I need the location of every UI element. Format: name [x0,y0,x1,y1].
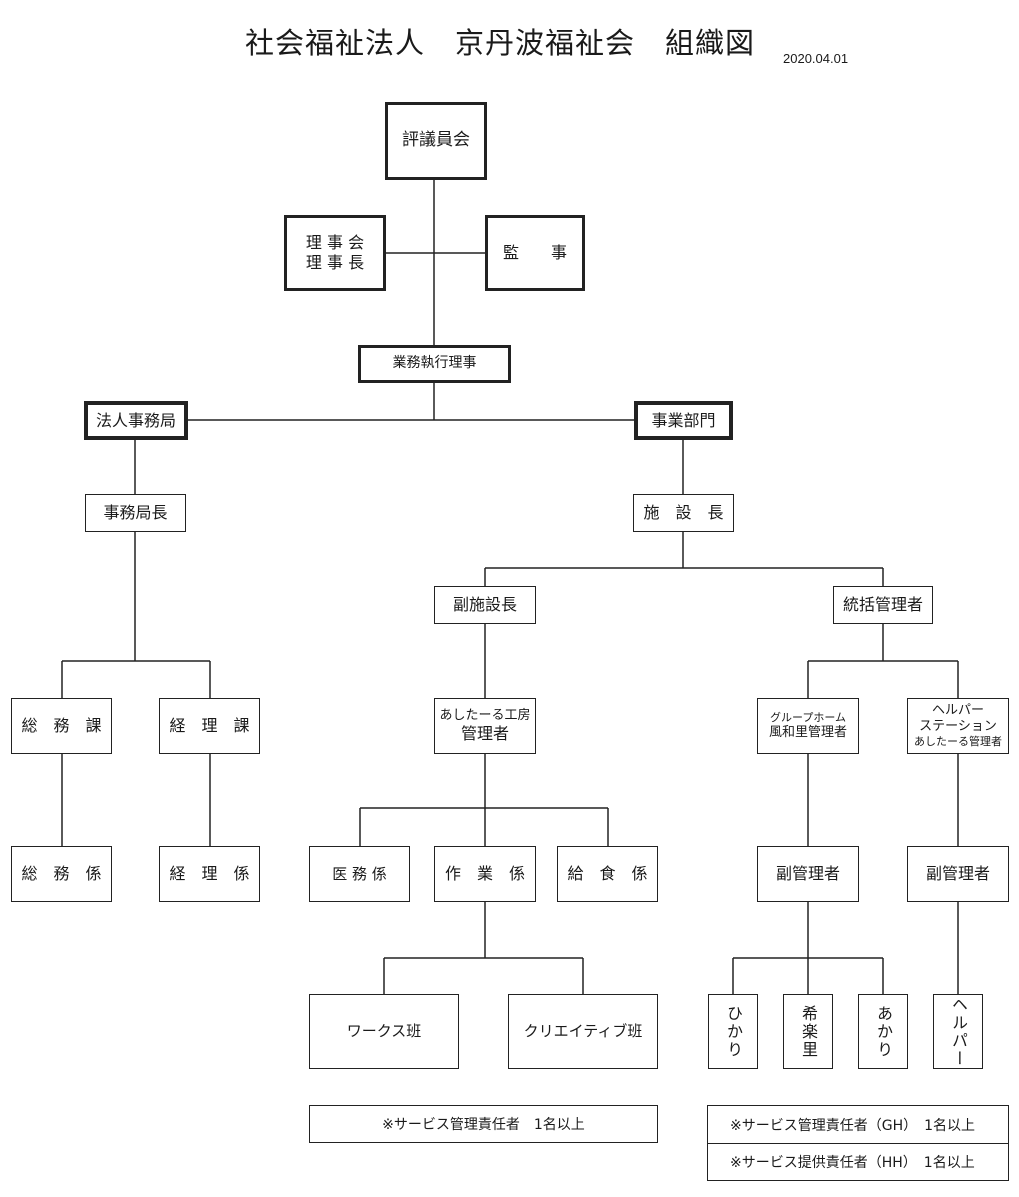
helper-label: ヘルパー [949,995,968,1068]
general-manager-box: 統括管理者 [833,586,933,624]
vice-facility-chief-label: 副施設長 [452,595,517,614]
helper-station-label-1: ヘルパー [931,702,984,718]
corp-office-box: 法人事務局 [84,401,188,440]
medical-staff-box: 医 務 係 [309,846,410,902]
vice-facility-chief-box: 副施設長 [434,586,536,624]
accounting-section-label: 経 理 課 [169,716,250,735]
works-team-box: ワークス班 [309,994,459,1069]
helper-box: ヘルパー [933,994,983,1069]
general-affairs-staff-label: 総 務 係 [21,864,102,883]
chairman-label: 理 事 長 [305,253,365,272]
accounting-section-box: 経 理 課 [159,698,260,754]
board-box: 理 事 会 理 事 長 [284,215,386,291]
works-team-label: ワークス班 [346,1022,422,1041]
accounting-staff-label: 経 理 係 [169,864,250,883]
atelier-manager-label: 管理者 [460,724,509,744]
board-label: 理 事 会 [305,233,365,252]
akari-label: あかり [874,1004,893,1059]
work-staff-label: 作 業 係 [444,864,525,883]
helper-station-label-3: あしたーる管理者 [914,735,1002,749]
general-affairs-section-label: 総 務 課 [21,716,102,735]
responsibility-notes: ※サービス管理責任者（GH） 1名以上 ※サービス提供責任者（HH） 1名以上 [707,1105,1009,1181]
creative-team-label: クリエイティブ班 [523,1022,643,1041]
grouphome-manager-label: 風和里管理者 [768,724,847,740]
helper-station-label-2: ステーション [919,719,997,735]
date-label: 2020.04.01 [783,51,849,66]
facility-chief-box: 施 設 長 [633,494,734,532]
medical-staff-label: 医 務 係 [332,864,387,883]
atelier-manager-box: あしたーる工房 管理者 [434,698,536,754]
corp-office-label: 法人事務局 [95,410,176,430]
helper-station-manager-box: ヘルパー ステーション あしたーる管理者 [907,698,1009,754]
general-manager-label: 統括管理者 [842,595,923,614]
vice-manager-gh-label: 副管理者 [775,864,840,883]
akari-box: あかり [858,994,908,1069]
facility-chief-label: 施 設 長 [643,503,724,522]
meal-staff-box: 給 食 係 [557,846,658,902]
grouphome-manager-box: グループホーム 風和里管理者 [757,698,859,754]
vice-manager-helper-box: 副管理者 [907,846,1009,902]
kiraku-label: 希楽里 [799,1004,818,1059]
service-manager-gh-note: ※サービス管理責任者（GH） 1名以上 [730,1117,976,1134]
exec-director-box: 業務執行理事 [358,345,511,383]
business-dept-box: 事業部門 [634,401,733,440]
hikari-box: ひかり [708,994,758,1069]
council-box: 評議員会 [385,102,487,180]
accounting-staff-box: 経 理 係 [159,846,260,902]
work-staff-box: 作 業 係 [434,846,536,902]
general-affairs-section-box: 総 務 課 [11,698,112,754]
exec-director-label: 業務執行理事 [392,355,477,372]
page-title: 社会福祉法人 京丹波福祉会 組織図 [244,26,755,60]
auditor-label: 監 事 [502,243,567,262]
hikari-label: ひかり [724,1004,743,1059]
auditor-box: 監 事 [485,215,585,291]
atelier-name-label: あしたーる工房 [439,707,531,723]
creative-team-box: クリエイティブ班 [508,994,658,1069]
vice-manager-helper-label: 副管理者 [925,864,990,883]
meal-staff-label: 給 食 係 [567,864,648,883]
general-affairs-staff-box: 総 務 係 [11,846,112,902]
office-chief-box: 事務局長 [85,494,186,532]
service-manager-note: ※サービス管理責任者 1名以上 [309,1105,658,1143]
grouphome-name-label: グループホーム [769,711,846,724]
business-dept-label: 事業部門 [651,410,716,430]
service-manager-note-text: ※サービス管理責任者 1名以上 [382,1117,585,1133]
vice-manager-gh-box: 副管理者 [757,846,859,902]
service-provider-hh-note: ※サービス提供責任者（HH） 1名以上 [708,1143,1008,1180]
kiraku-box: 希楽里 [783,994,833,1069]
council-label: 評議員会 [402,130,470,151]
office-chief-label: 事務局長 [103,503,168,522]
